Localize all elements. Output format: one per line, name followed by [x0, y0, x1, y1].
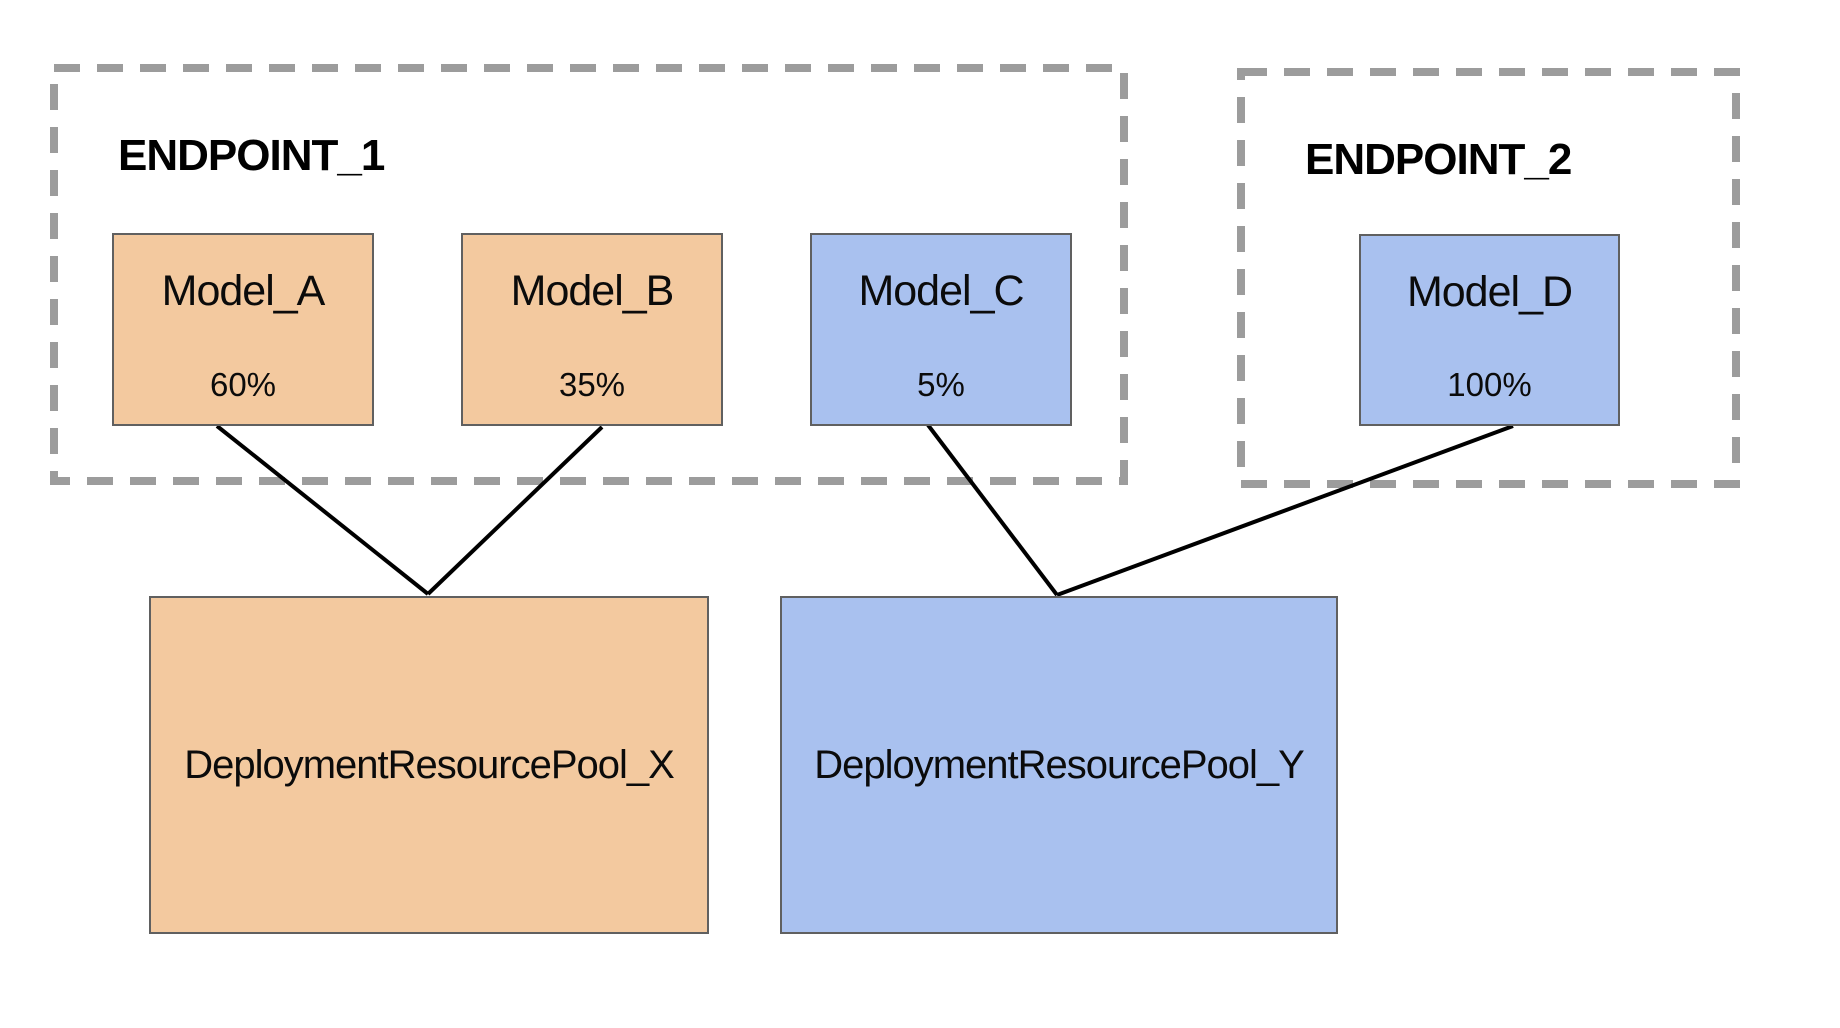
deployment-resource-pool-y-name: DeploymentResourcePool_Y: [814, 742, 1305, 787]
model-d-node: Model_D 100%: [1359, 234, 1620, 426]
connector-model-c-to-pool-y: [926, 423, 1059, 597]
model-d-name: Model_D: [1406, 268, 1573, 316]
model-c-traffic-split: 5%: [917, 366, 965, 403]
model-a-traffic-split: 60%: [209, 366, 277, 403]
model-b-node: Model_B 35%: [461, 233, 723, 426]
endpoint-2-boundary: [1237, 68, 1740, 488]
endpoint-2-label: ENDPOINT_2: [1305, 135, 1572, 184]
model-c-node: Model_C 5%: [810, 233, 1072, 426]
connector-model-b-to-pool-x: [426, 425, 604, 596]
deployment-resource-pool-y-node: DeploymentResourcePool_Y: [780, 596, 1338, 934]
model-a-node: Model_A 60%: [112, 233, 374, 426]
connector-model-a-to-pool-x: [215, 424, 430, 596]
model-c-name: Model_C: [858, 267, 1024, 315]
deployment-resource-pool-x-name: DeploymentResourcePool_X: [184, 742, 675, 787]
model-b-name: Model_B: [510, 267, 675, 315]
endpoint-1-label: ENDPOINT_1: [118, 131, 385, 180]
model-d-traffic-split: 100%: [1447, 366, 1532, 403]
model-b-traffic-split: 35%: [558, 366, 626, 403]
endpoint-1-boundary: [50, 64, 1128, 485]
connector-model-d-to-pool-y: [1056, 424, 1514, 597]
deployment-resource-pool-x-node: DeploymentResourcePool_X: [149, 596, 709, 934]
model-a-name: Model_A: [161, 267, 326, 315]
